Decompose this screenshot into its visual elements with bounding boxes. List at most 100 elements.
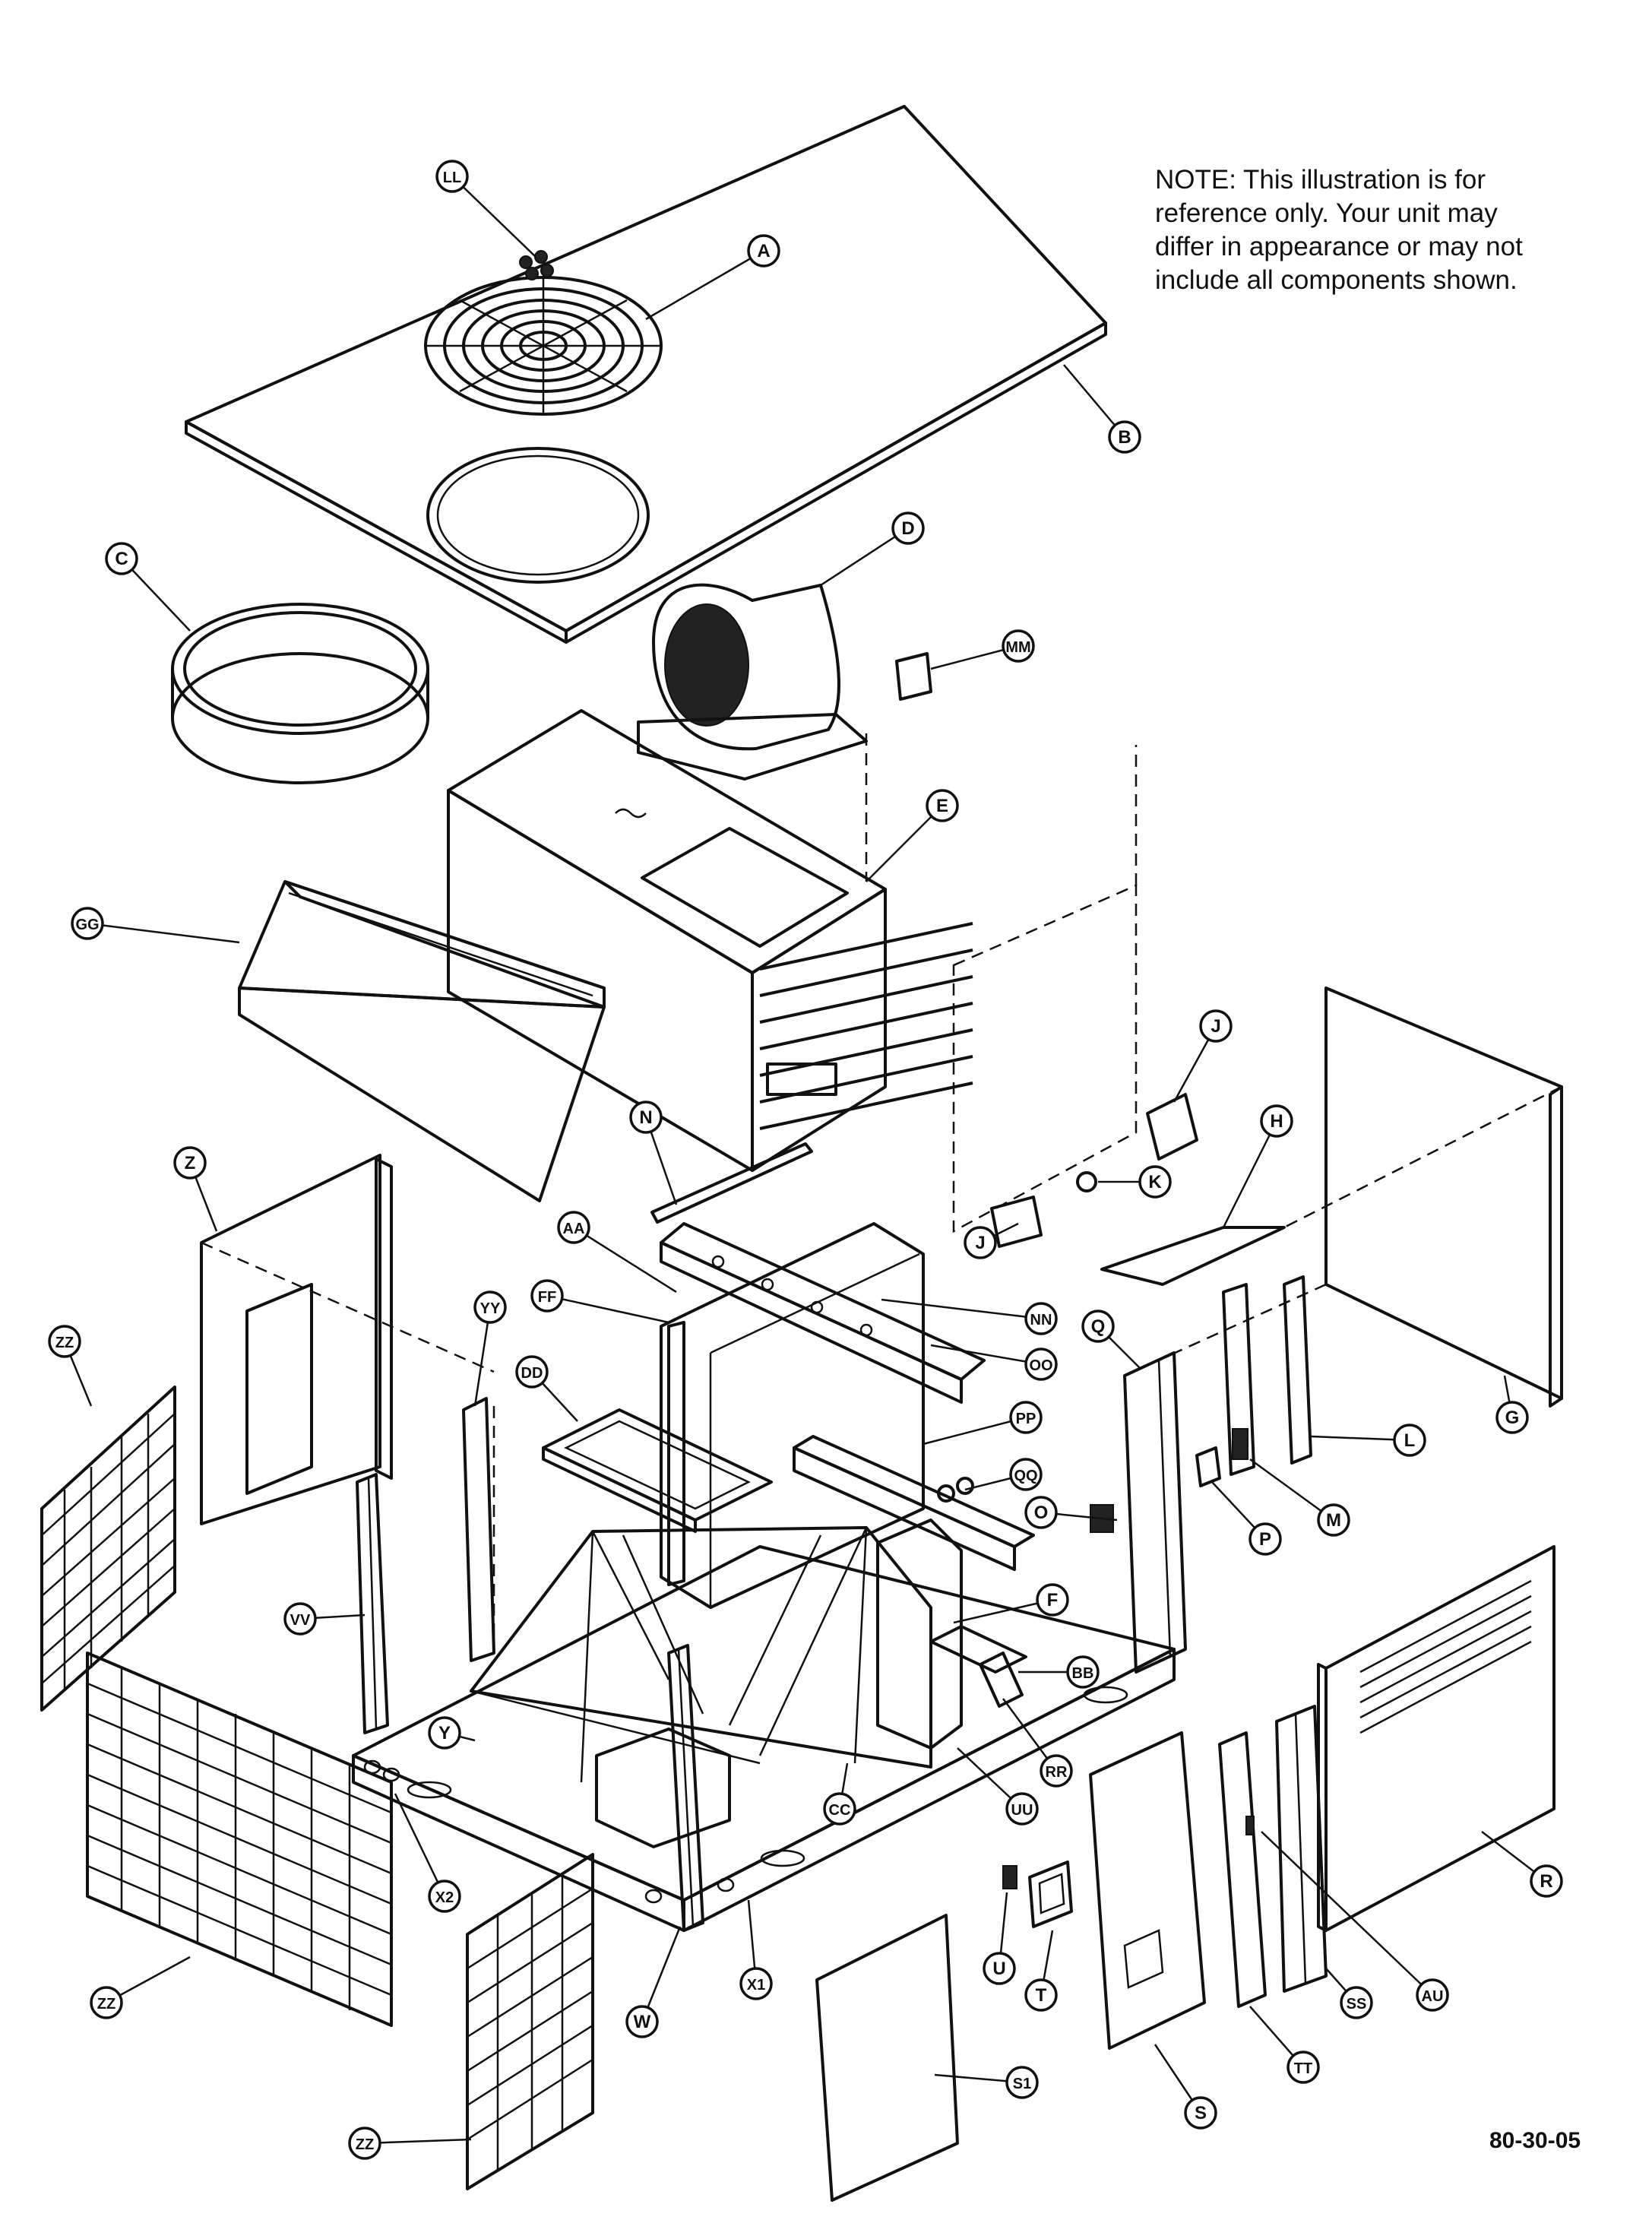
corner-post-rear	[462, 1397, 495, 1662]
drip-tray	[542, 1408, 773, 1533]
callout-circle-c	[105, 542, 138, 575]
vertical-strip	[1283, 1275, 1312, 1465]
callout-label-dd: DD	[521, 1365, 543, 1382]
cross-rail	[660, 1222, 986, 1404]
callout-circle-ff	[530, 1279, 564, 1313]
callout-label-au: AU	[1422, 1988, 1444, 2005]
callout-label-oo: OO	[1029, 1357, 1052, 1374]
callout-label-mm: MM	[1005, 639, 1030, 656]
vertical-frame	[660, 1222, 925, 1609]
base-rail	[929, 1625, 1027, 1674]
callout-label-gg: GG	[75, 917, 99, 933]
callout-circle-x1	[739, 1967, 773, 2000]
callout-circle-x2	[428, 1880, 461, 1913]
callout-circle-b	[1108, 420, 1141, 454]
top-front-panel	[238, 880, 606, 1202]
callout-circle-oo	[1024, 1348, 1058, 1381]
callout-circle-y	[428, 1716, 461, 1750]
callout-label-t: T	[1036, 1985, 1047, 2006]
callout-leader-a	[645, 249, 764, 321]
callout-leader-c	[121, 558, 191, 632]
callout-leader-m	[1249, 1458, 1334, 1522]
callout-circle-gg	[71, 907, 104, 940]
lower-bracket	[990, 1196, 1043, 1248]
callout-circle-o	[1024, 1496, 1058, 1529]
small-plate	[1195, 1446, 1221, 1487]
small-clip	[1076, 1171, 1097, 1192]
callout-circle-p	[1248, 1522, 1282, 1556]
callout-leader-ll	[451, 176, 536, 258]
drawing-code: 80-30-05	[1489, 2128, 1581, 2153]
callout-label-zz: ZZ	[97, 1996, 116, 2013]
callout-label-vv: VV	[290, 1612, 311, 1629]
callout-circle-nn	[1024, 1302, 1058, 1335]
corner-post-left	[356, 1473, 389, 1734]
callout-label-u: U	[992, 1959, 1005, 1979]
callout-leader-w	[641, 1926, 682, 2022]
callout-label-k: K	[1148, 1172, 1162, 1192]
callout-leader-gg	[87, 922, 240, 944]
callout-label-z: Z	[185, 1153, 196, 1173]
callout-label-yy: YY	[480, 1300, 501, 1317]
callout-circle-q	[1081, 1310, 1115, 1343]
callout-circle-vv	[283, 1602, 317, 1636]
front-panel-s1	[815, 1914, 959, 2202]
callout-circle-j	[1199, 1009, 1233, 1043]
callout-label-o: O	[1034, 1503, 1049, 1523]
small-bracket	[895, 652, 932, 701]
callout-label-pp: PP	[1016, 1411, 1036, 1427]
callout-circle-au	[1416, 1978, 1449, 2012]
callout-circle-zz	[48, 1325, 81, 1358]
callout-leader-e	[866, 805, 943, 882]
callout-label-rr: RR	[1046, 1764, 1068, 1781]
right-channel	[1123, 1351, 1187, 1674]
louvered-grille-lower-center	[466, 1853, 594, 2190]
callout-label-b: B	[1118, 427, 1131, 448]
callout-label-c: C	[115, 549, 128, 569]
control-plate	[1028, 1861, 1073, 1928]
callout-leader-au	[1261, 1831, 1433, 1996]
callout-label-zz: ZZ	[356, 2136, 374, 2153]
callout-circle-l	[1393, 1424, 1426, 1457]
callout-leader-nn	[881, 1298, 1042, 1320]
callout-circle-d	[891, 511, 925, 545]
callout-leader-d	[820, 527, 909, 587]
callout-label-qq: QQ	[1014, 1468, 1037, 1484]
access-door	[1089, 1731, 1206, 2050]
pump-bracket	[937, 1477, 974, 1503]
callout-label-nn: NN	[1030, 1312, 1052, 1329]
upper-bracket	[1146, 1093, 1198, 1161]
callout-circle-j	[964, 1226, 997, 1259]
callout-label-x2: X2	[435, 1889, 454, 1906]
callout-label-j: J	[975, 1233, 985, 1253]
top-cover-panel	[185, 105, 1107, 644]
callout-label-bb: BB	[1072, 1665, 1094, 1682]
callout-label-aa: AA	[563, 1221, 585, 1237]
callout-label-y: Y	[438, 1723, 451, 1743]
callout-leader-oo	[930, 1344, 1042, 1366]
callout-circle-a	[747, 234, 780, 268]
callout-circle-t	[1024, 1978, 1058, 2012]
reference-note: NOTE: This illustration is for reference…	[1155, 165, 1523, 295]
callout-leader-x2	[394, 1793, 446, 1897]
callout-label-tt: TT	[1294, 2060, 1312, 2077]
callout-circle-rr	[1040, 1754, 1073, 1788]
callout-circle-n	[629, 1100, 663, 1134]
callout-label-j: J	[1211, 1016, 1220, 1037]
callout-circle-dd	[515, 1355, 549, 1389]
callout-circle-uu	[1005, 1792, 1039, 1826]
callout-label-r: R	[1540, 1871, 1552, 1892]
control-strip	[1222, 1283, 1255, 1476]
callout-circle-mm	[1002, 629, 1035, 663]
callout-circle-f	[1036, 1583, 1069, 1617]
callout-label-q: Q	[1091, 1316, 1106, 1337]
inlet-ring	[171, 603, 429, 784]
callout-circle-s1	[1005, 2066, 1039, 2099]
top-access-cover	[1100, 1226, 1286, 1286]
blower-deck-assembly	[447, 709, 887, 1172]
long-rail	[793, 1435, 1035, 1571]
callout-circle-qq	[1009, 1458, 1043, 1491]
callout-circle-yy	[473, 1291, 507, 1324]
blower-housing	[637, 583, 868, 781]
switch-knob	[1002, 1865, 1017, 1889]
